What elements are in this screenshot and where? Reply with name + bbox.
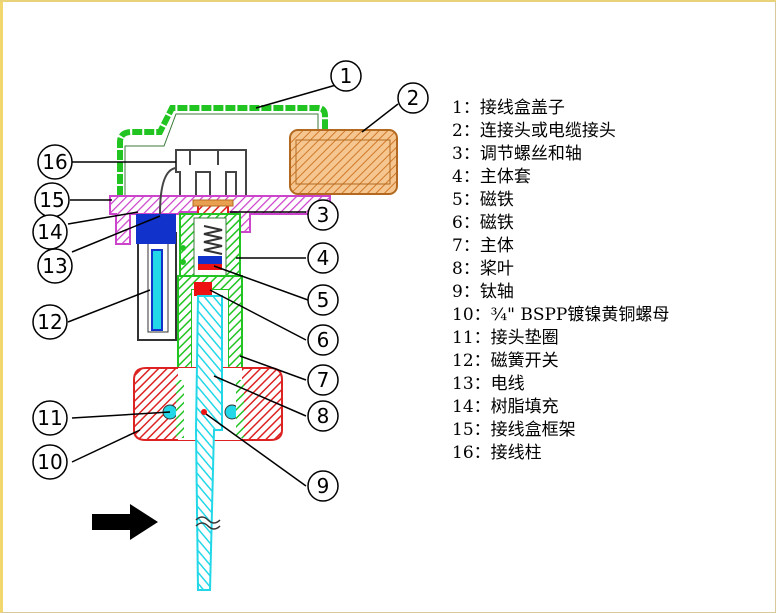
svg-text:6: 6 [317,328,330,352]
magnet-upper [198,256,222,264]
terminal-cover [117,105,328,196]
paddle [194,295,223,591]
callout-1: 1 [330,60,362,92]
svg-text:9: 9 [317,474,330,498]
reed-housing [137,232,177,341]
svg-text:10: 10 [37,450,62,474]
svg-text:13: 13 [42,254,67,278]
legend-item-15: 15：接线盒框架 [452,420,576,440]
titanium-shaft-pin [201,409,207,415]
callout-3: 3 [307,199,339,231]
legend-item-7: 7：主体 [452,236,514,256]
legend-item-8: 8：桨叶 [452,259,514,279]
svg-text:8: 8 [317,404,330,428]
callout-11: 11 [32,400,68,436]
callout-4: 4 [307,242,339,274]
svg-text:12: 12 [37,310,62,334]
legend-item-12: 12：磁簧开关 [452,351,559,371]
callout-12: 12 [32,304,68,340]
terminal-block [175,149,247,197]
legend-item-14: 14：树脂填充 [452,397,559,417]
magnet-lower [194,282,212,296]
callout-7: 7 [307,364,339,396]
cable-connector-bore [295,139,391,185]
callout-15: 15 [34,182,70,218]
reed-switch [151,249,163,331]
svg-text:7: 7 [317,368,330,392]
svg-text:2: 2 [407,86,420,110]
callout-8: 8 [307,400,339,432]
flow-arrow [92,504,158,540]
terminal-cover-inner [124,113,319,196]
callout-10: 10 [32,444,68,480]
svg-text:11: 11 [37,406,62,430]
legend-item-4: 4：主体套 [452,167,531,187]
callout-5: 5 [307,284,339,316]
svg-text:1: 1 [340,64,353,88]
resin-fill [136,214,176,244]
svg-text:15: 15 [39,188,64,212]
callout-2: 2 [397,82,429,114]
callout-14: 14 [32,214,68,250]
legend-item-11: 11：接头垫圈 [452,328,559,348]
svg-text:16: 16 [42,150,67,174]
cable-connector [289,129,398,195]
legend-item-9: 9：钛轴 [452,282,514,302]
legend-item-16: 16：接线柱 [452,443,542,463]
callout-9: 9 [307,470,339,502]
parts-legend: 1：接线盒盖子 2：连接头或电缆接头 3：调节螺丝和轴 4：主体套 5：磁铁 6… [452,97,669,465]
svg-text:5: 5 [317,288,330,312]
junction-box-frame [109,195,331,245]
legend-item-10: 10：¾" BSPP镀镍黄铜螺母 [452,305,670,325]
legend-item-3: 3：调节螺丝和轴 [452,144,582,164]
legend-item-5: 5：磁铁 [452,190,514,210]
callout-6: 6 [307,324,339,356]
legend-item-2: 2：连接头或电缆接头 [452,121,616,141]
svg-text:14: 14 [37,220,62,244]
legend-item-1: 1：接线盒盖子 [452,98,565,118]
svg-text:3: 3 [317,203,330,227]
legend-item-6: 6：磁铁 [452,213,514,233]
svg-text:4: 4 [317,246,330,270]
callout-13: 13 [37,248,73,284]
legend-item-13: 13：电线 [452,374,525,394]
wire [159,167,177,215]
top-border [0,0,776,2]
callout-16: 16 [37,144,73,180]
